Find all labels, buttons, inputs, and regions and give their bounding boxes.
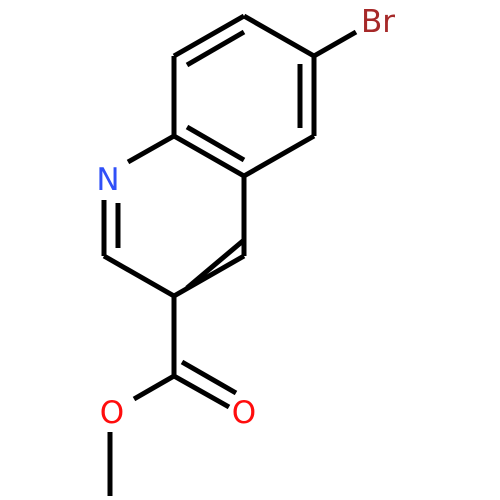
nitrogen-label: N: [96, 162, 119, 198]
bond: [102, 253, 176, 299]
pyridine-ring: [101, 133, 247, 299]
methyl-ester-group: [107, 296, 238, 496]
bond-carbonyl-inner: [180, 359, 238, 396]
benzene-ring: [171, 13, 317, 179]
bond-to-bromine: [312, 29, 358, 59]
bond-inner: [185, 124, 246, 163]
bond: [242, 13, 316, 59]
bond-inner: [185, 238, 246, 290]
ester-oxygen-label: O: [100, 395, 124, 431]
bond: [242, 133, 316, 179]
bond-inner: [185, 29, 246, 68]
bond: [132, 373, 176, 402]
bond: [172, 253, 246, 299]
bond: [172, 13, 246, 59]
bromine-label: Br: [361, 4, 395, 40]
bond: [126, 133, 176, 165]
carbonyl-oxygen-label: O: [232, 395, 256, 431]
bond-carbonyl: [172, 373, 231, 410]
bond: [172, 133, 246, 179]
